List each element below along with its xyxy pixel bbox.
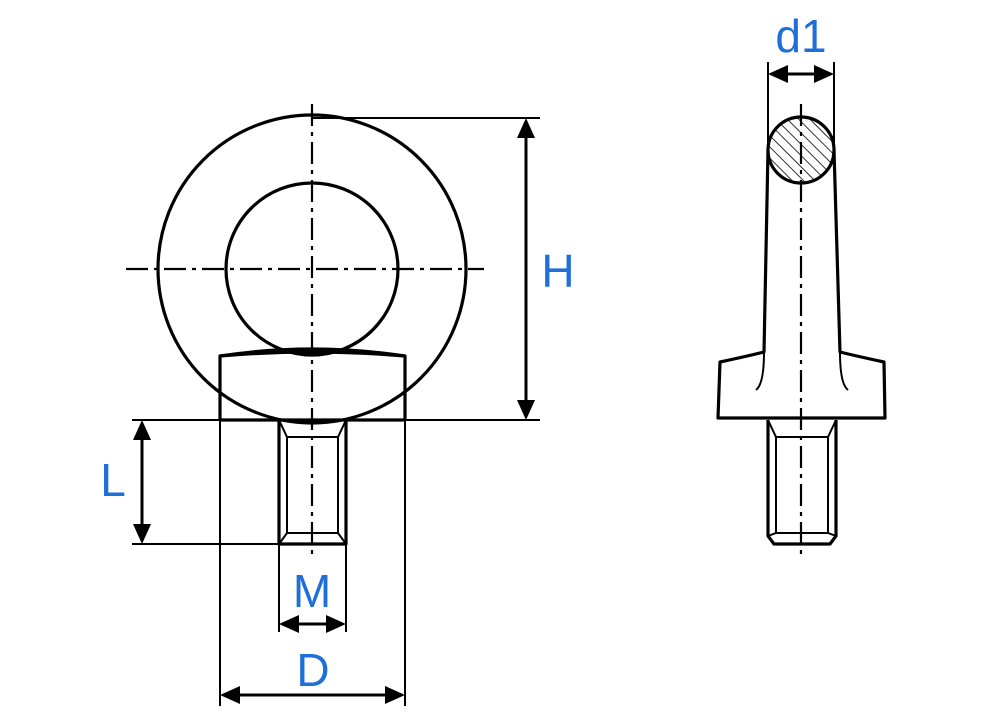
dimension-l xyxy=(133,420,151,544)
label-m: M xyxy=(293,565,331,617)
dimension-m xyxy=(279,615,346,633)
front-view: H L M D xyxy=(100,104,575,706)
side-view: d1 xyxy=(716,10,887,556)
label-d1: d1 xyxy=(775,10,826,62)
label-d: D xyxy=(296,644,329,696)
side-fillet-left xyxy=(755,351,765,391)
label-l: L xyxy=(100,454,126,506)
side-fillet-right xyxy=(839,351,849,391)
dimension-h xyxy=(517,118,535,420)
dimension-d1 xyxy=(768,65,834,83)
label-h: H xyxy=(541,245,574,297)
dimension-d xyxy=(220,686,405,704)
